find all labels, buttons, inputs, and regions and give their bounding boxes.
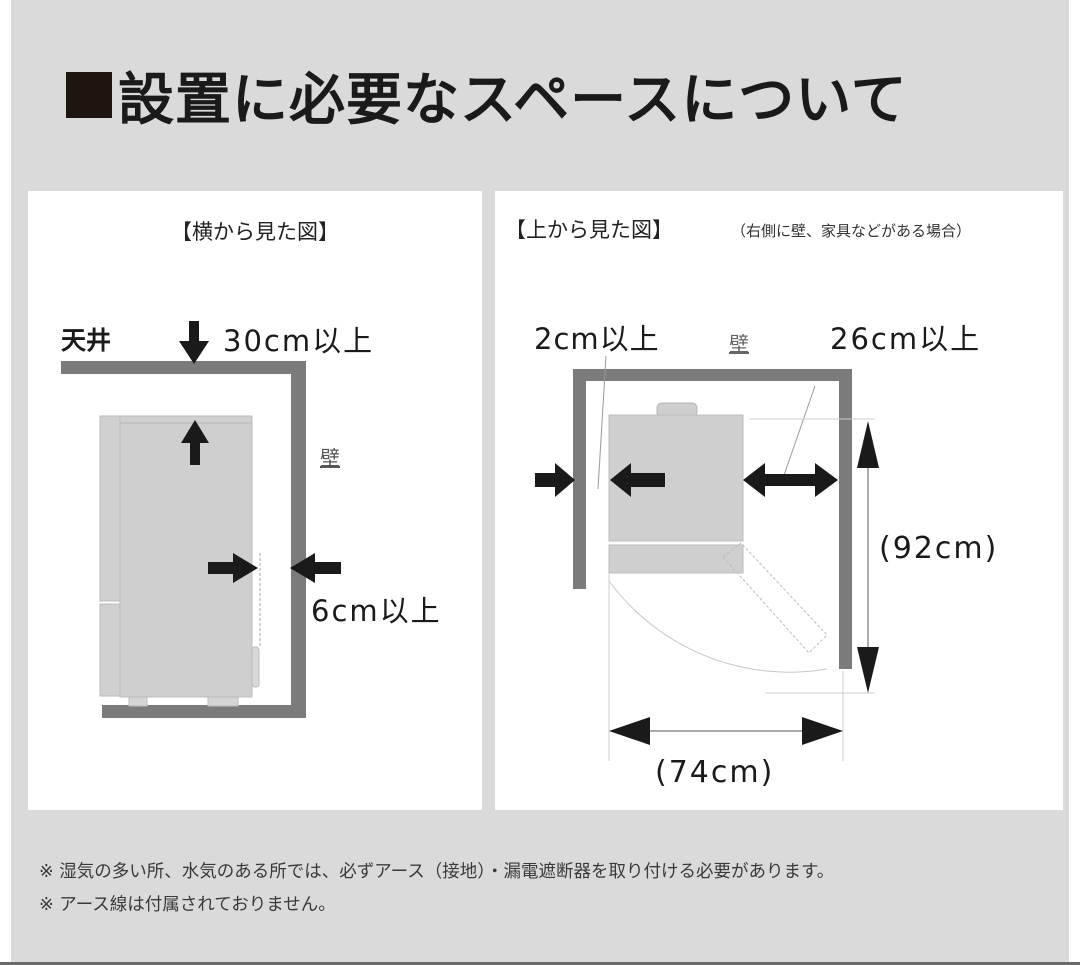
wall-outline-top bbox=[573, 369, 852, 669]
top-clearance-label: 30cm以上 bbox=[223, 324, 374, 358]
wall-outline bbox=[61, 361, 306, 718]
note-line: ※ アース線は付属されておりません。 bbox=[39, 895, 336, 915]
right-clearance-label: 26cm以上 bbox=[830, 322, 981, 356]
side-view-heading: 【横から見た図】 bbox=[171, 220, 339, 244]
leader-line-left bbox=[597, 355, 607, 490]
black-square-icon bbox=[66, 72, 112, 118]
top-view-panel: 【上から見た図】 （右側に壁、家具などがある場合） 2cm以上 壁 26cm以上 bbox=[495, 191, 1063, 810]
arrow-right-icon bbox=[208, 553, 258, 583]
arrow-down-icon bbox=[179, 321, 209, 364]
width-dimension-arrow bbox=[609, 717, 843, 745]
arrow-left-icon bbox=[610, 463, 665, 497]
left-clearance-label: 2cm以上 bbox=[534, 322, 660, 356]
double-arrow-icon bbox=[743, 463, 838, 497]
page-title: 設置に必要なスペースについて bbox=[66, 60, 908, 133]
notes: ※ 湿気の多い所、水気のある所では、必ずアース（接地）・漏電遮断器を取り付ける必… bbox=[39, 856, 834, 922]
rear-clearance-label: 6cm以上 bbox=[311, 594, 442, 628]
ceiling-label: 天井 bbox=[61, 326, 111, 355]
refrigerator-side bbox=[99, 415, 261, 707]
depth-dimension-arrow bbox=[857, 421, 879, 693]
arrow-right-icon bbox=[535, 463, 575, 497]
arrow-left-icon bbox=[290, 553, 341, 583]
arrow-up-icon bbox=[181, 420, 209, 465]
top-view-diagram: 【上から見た図】 （右側に壁、家具などがある場合） 2cm以上 壁 26cm以上 bbox=[505, 218, 998, 790]
side-view-diagram: 【横から見た図】 天井 30cm以上 壁 bbox=[61, 220, 442, 718]
wall-label-top: 壁 bbox=[729, 332, 749, 356]
top-view-heading-note: （右側に壁、家具などがある場合） bbox=[731, 222, 971, 240]
bottom-divider bbox=[0, 962, 1080, 965]
note-line: ※ 湿気の多い所、水気のある所では、必ずアース（接地）・漏電遮断器を取り付ける必… bbox=[39, 862, 835, 882]
wall-label: 壁 bbox=[320, 446, 340, 470]
width-dimension-label: (74cm) bbox=[655, 755, 774, 790]
depth-dimension-label: (92cm) bbox=[879, 531, 998, 566]
refrigerator-top bbox=[608, 402, 875, 761]
top-view-heading: 【上から見た図】 bbox=[505, 218, 673, 242]
leader-line-right bbox=[781, 385, 816, 482]
page-background: 設置に必要なスペースについて 【横から見た図】 天井 30cm以上 壁 bbox=[11, 0, 1069, 962]
side-view-panel: 【横から見た図】 天井 30cm以上 壁 bbox=[28, 191, 482, 810]
page-title-text: 設置に必要なスペースについて bbox=[118, 67, 908, 133]
